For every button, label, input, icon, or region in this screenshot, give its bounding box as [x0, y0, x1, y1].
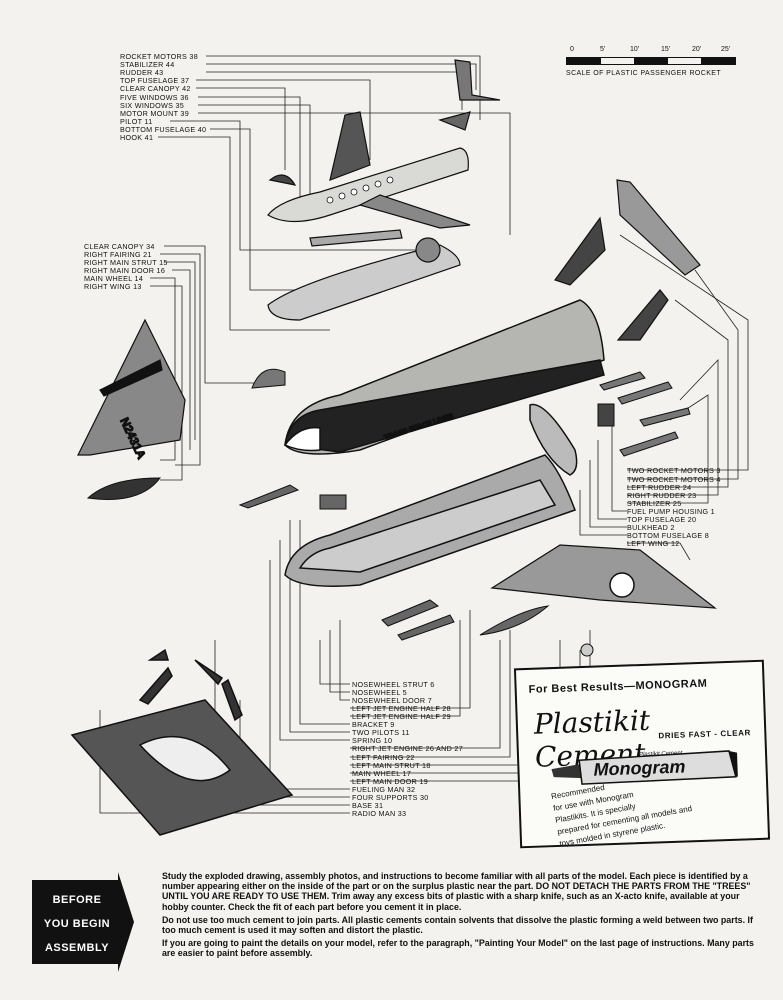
- callout: MAIN WHEEL 14: [84, 274, 144, 283]
- right-wing-13: N2431A: [77, 318, 186, 462]
- callout: RADIO MAN 33: [352, 809, 407, 818]
- callout: TWO ROCKET MOTORS 3: [627, 466, 721, 475]
- callout: TWO PILOTS 11: [352, 728, 410, 737]
- callout: RIGHT MAIN DOOR 16: [84, 266, 166, 275]
- cement-advertisement: For Best Results—MONOGRAM Plastikit Ceme…: [513, 659, 771, 848]
- scale-bar: 0 5' 10' 15' 20' 25' SCALE OF PLASTIC PA…: [566, 46, 736, 77]
- callout: TOP FUSELAGE 37: [120, 76, 190, 85]
- callout: PILOT 11: [120, 117, 153, 126]
- callout: LEFT RUDDER 24: [627, 483, 692, 492]
- instruction-paragraph: If you are going to paint the details on…: [162, 938, 754, 959]
- callout: MOTOR MOUNT 39: [120, 109, 190, 118]
- callout: RIGHT JET ENGINE 26 AND 27: [352, 744, 463, 753]
- callout: ROCKET MOTORS 38: [120, 52, 199, 61]
- callout: RIGHT WING 13: [84, 282, 142, 291]
- callout: STABILIZER 25: [627, 499, 682, 508]
- instruction-paragraph: Study the exploded drawing, assembly pho…: [162, 871, 751, 912]
- callout: SPRING 10: [352, 736, 393, 745]
- callout: TWO ROCKET MOTORS 4: [627, 475, 721, 484]
- callout: CLEAR CANOPY 42: [120, 84, 191, 93]
- scale-tick: 10': [630, 46, 640, 53]
- scale-tick: 25': [721, 46, 731, 53]
- scale-caption: SCALE OF PLASTIC PASSENGER ROCKET: [566, 70, 722, 77]
- cement-tube: Plastikit Cement Monogram: [549, 749, 740, 790]
- callout: RIGHT RUDDER 23: [627, 491, 697, 500]
- callout: BASE 31: [352, 801, 384, 810]
- callout: CLEAR CANOPY 34: [84, 242, 155, 251]
- callout: RUDDER 43: [120, 68, 164, 77]
- callout: BRACKET 9: [352, 720, 395, 729]
- passenger-rocket-assembled: [267, 59, 501, 321]
- badge-line: YOU BEGIN: [43, 918, 111, 930]
- callout: LEFT FAIRING 22: [352, 753, 415, 762]
- callout: STABILIZER 44: [120, 60, 175, 69]
- callout: FIVE WINDOWS 36: [120, 93, 189, 102]
- bottom-fuselage-8: [284, 403, 578, 587]
- callout: BOTTOM FUSELAGE 40: [120, 125, 207, 134]
- instruction-paragraph: Do not use too much cement to join parts…: [162, 914, 753, 936]
- badge-line: ASSEMBLY: [44, 942, 110, 954]
- callout: SIX WINDOWS 35: [120, 101, 185, 110]
- callout: LEFT WING 12: [627, 539, 680, 548]
- scale-tick: 5': [600, 46, 606, 53]
- scale-tick: 20': [692, 46, 702, 53]
- instructions-text: Study the exploded drawing, assembly pho…: [162, 871, 758, 962]
- callout: FUEL PUMP HOUSING 1: [627, 507, 715, 516]
- callout: NOSEWHEEL DOOR 7: [352, 696, 433, 705]
- callout: RIGHT MAIN STRUT 15: [84, 258, 168, 267]
- callout: NOSEWHEEL STRUT 6: [352, 680, 435, 689]
- scale-tick: 0: [570, 46, 574, 53]
- callout: NOSEWHEEL 5: [352, 688, 407, 697]
- top-fuselage-20: TRANS SPACE LINES: [283, 299, 605, 455]
- ad-headline: For Best Results—MONOGRAM: [528, 677, 708, 696]
- callout: MAIN WHEEL 17: [352, 769, 412, 778]
- arrow-shape-icon: [32, 872, 134, 972]
- cement-tube-icon: [551, 750, 738, 785]
- badge-line: BEFORE: [52, 894, 102, 906]
- before-you-begin-badge: BEFORE YOU BEGIN ASSEMBLY: [32, 872, 134, 972]
- callout: HOOK 41: [120, 133, 154, 142]
- callout: BULKHEAD 2: [627, 523, 675, 532]
- callout: FUELING MAN 32: [352, 785, 416, 794]
- callout: FOUR SUPPORTS 30: [352, 793, 429, 802]
- callout: LEFT MAIN STRUT 18: [352, 761, 431, 770]
- callout: LEFT JET ENGINE HALF 29: [352, 712, 451, 721]
- callout: LEFT JET ENGINE HALF 28: [352, 704, 451, 713]
- callout: BOTTOM FUSELAGE 8: [627, 531, 710, 540]
- callout: RIGHT FAIRING 21: [84, 250, 152, 259]
- scale-tick: 15': [661, 46, 671, 53]
- callout: TOP FUSELAGE 20: [627, 515, 697, 524]
- base-31: [70, 648, 294, 836]
- callout: LEFT MAIN DOOR 19: [352, 777, 429, 786]
